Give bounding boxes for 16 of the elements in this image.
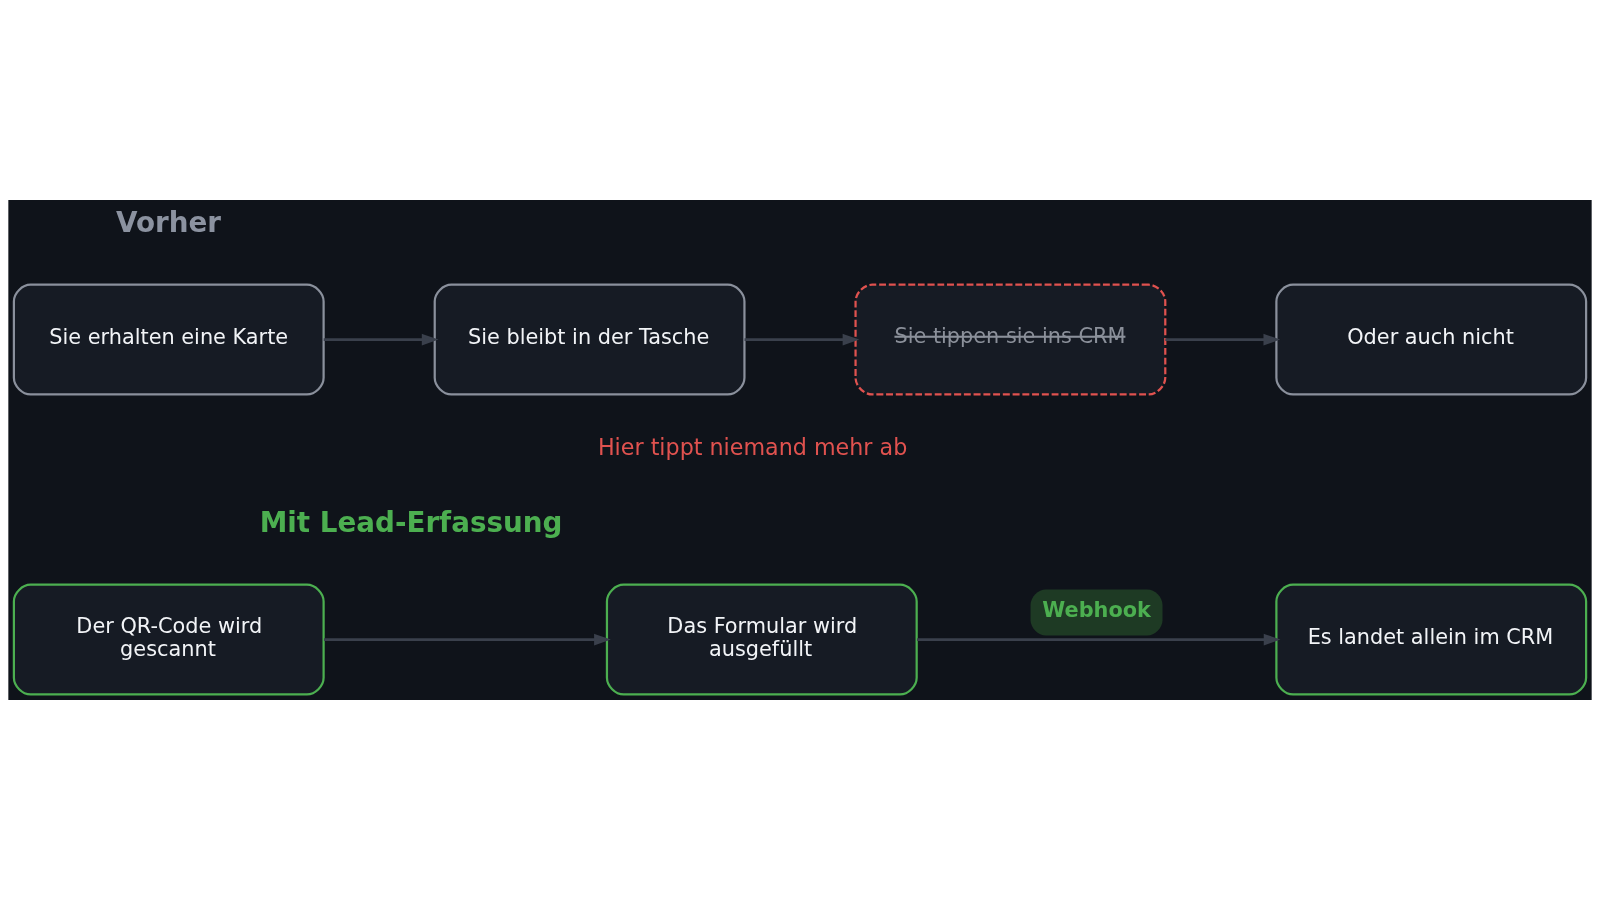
node-box: Sie erhalten eine Karte <box>12 283 325 396</box>
arrow <box>1165 333 1281 346</box>
label: Vorher <box>115 205 221 239</box>
node-box: Es landet allein im CRM <box>1275 583 1588 696</box>
label: Hier tippt niemand mehr ab <box>597 434 908 461</box>
node-box: Der QR-Code wird gescannt <box>12 583 325 696</box>
label: Mit Lead-Erfassung <box>259 505 563 539</box>
node-box: Das Formular wird ausgefüllt <box>605 583 918 696</box>
arrow <box>917 633 1281 646</box>
node-box: Oder auch nicht <box>1275 283 1588 396</box>
arrow <box>744 333 860 346</box>
edge-label: Webhook <box>1042 597 1151 622</box>
node-box: Sie tippen sie ins CRM <box>854 283 1167 396</box>
arrow <box>323 333 439 346</box>
node-box: Sie bleibt in der Tasche <box>433 283 746 396</box>
arrow <box>323 633 611 646</box>
